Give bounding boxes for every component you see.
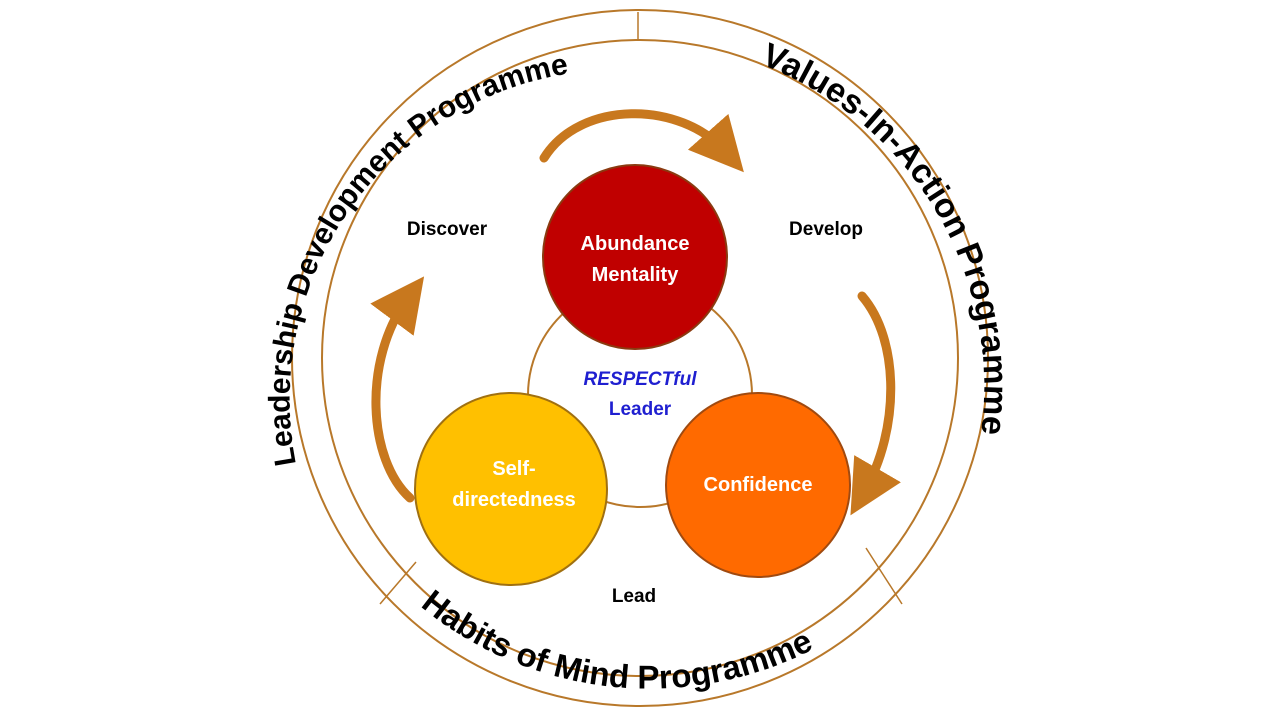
- self-directedness-label-line1: Self-: [492, 458, 535, 480]
- abundance-label-line2: Mentality: [592, 264, 680, 286]
- stage-discover: Discover: [407, 219, 488, 240]
- arrow-develop-to-lead: [850, 291, 901, 516]
- arrow-discover-to-develop: [539, 109, 744, 173]
- confidence-label: Confidence: [704, 474, 813, 496]
- stage-develop: Develop: [789, 219, 863, 240]
- self-directedness-circle: [414, 392, 608, 586]
- inner-ring: [321, 39, 959, 677]
- center-label-line1: RESPECTful: [584, 369, 698, 390]
- center-label-line2: Leader: [609, 399, 672, 420]
- outer-ring: [291, 9, 989, 707]
- confidence-circle: [665, 392, 851, 578]
- ring-divider-right: [865, 547, 903, 605]
- ring-divider-left: [379, 561, 417, 605]
- abundance-label-line1: Abundance: [581, 233, 690, 255]
- abundance-mentality-circle: [542, 164, 728, 350]
- arrow-lead-to-discover: [370, 276, 425, 503]
- stage-lead: Lead: [612, 586, 656, 607]
- self-directedness-label-line2: directedness: [452, 489, 575, 511]
